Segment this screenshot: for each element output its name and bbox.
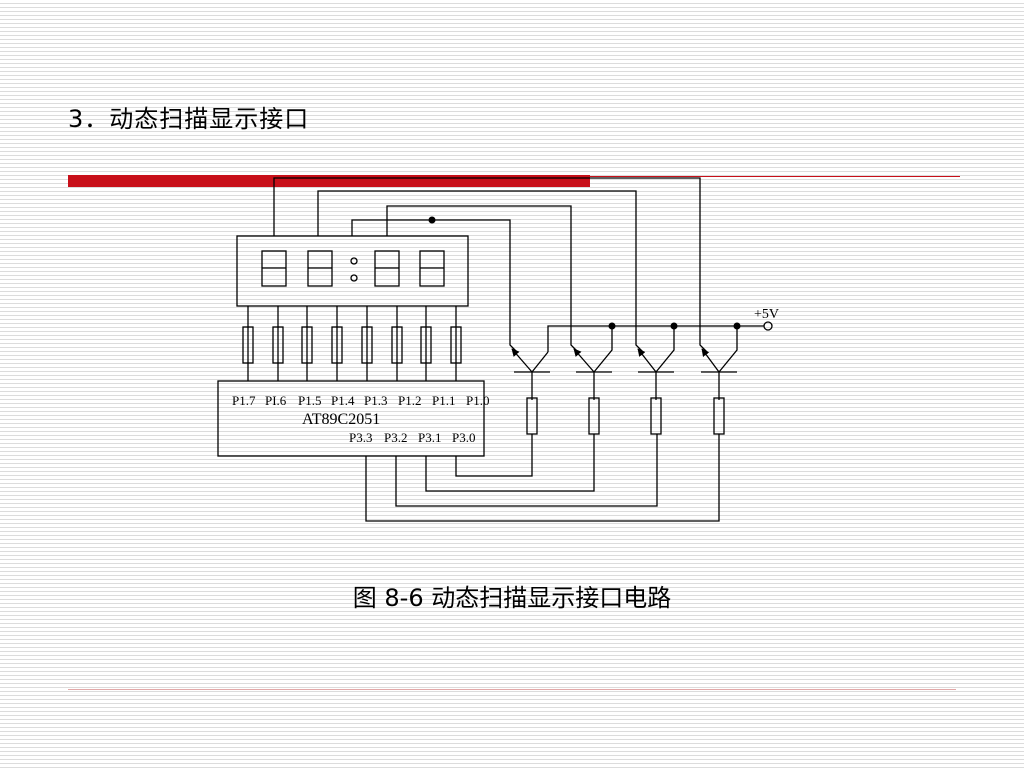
- colon-dot-bottom: [350, 274, 358, 282]
- title-accent-line: [590, 176, 960, 177]
- segment-resistors: [242, 306, 462, 381]
- transistor-q3: [637, 326, 675, 400]
- digit-4: [419, 250, 445, 287]
- slide-heading: 3．动态扫描显示接口: [68, 105, 310, 133]
- pin-label: P3.2: [384, 430, 407, 445]
- pin-label: P3.1: [418, 430, 441, 445]
- transistor-q2: [573, 326, 613, 400]
- colon-dot-top: [350, 257, 358, 265]
- figure-caption: 图 8-6 动态扫描显示接口电路: [352, 584, 672, 612]
- digit-2: [307, 250, 333, 287]
- chip-label: AT89C2051: [302, 411, 380, 428]
- supply-rail: [547, 321, 773, 352]
- pin-label: P3.3: [349, 430, 372, 445]
- pin-label: P1.3: [364, 393, 387, 408]
- pin-label: P1.2: [398, 393, 421, 408]
- transistor-q4: [701, 326, 738, 400]
- pin-label: P1.4: [331, 393, 355, 408]
- pin-label: P1.0: [466, 393, 489, 408]
- digit-3: [374, 250, 400, 287]
- digit-enable-wires: [273, 177, 708, 353]
- p3-drive-wires: [365, 434, 720, 522]
- pin-label: P1.7: [232, 393, 256, 408]
- pin-label: PI.6: [265, 393, 287, 408]
- junction-dots: [428, 216, 741, 330]
- base-resistors: [526, 397, 725, 435]
- transistor-q1: [511, 348, 550, 400]
- pin-label: P1.1: [432, 393, 455, 408]
- p3-pin-labels: P3.3 P3.2 P3.1 P3.0: [349, 430, 475, 445]
- pin-label: P1.5: [298, 393, 321, 408]
- seven-segment-display: [236, 235, 469, 307]
- microcontroller-chip: [217, 380, 485, 457]
- p1-pin-labels: P1.7 PI.6 P1.5 P1.4 P1.3 P1.2 P1.1 P1.0: [232, 393, 489, 408]
- digit-1: [261, 250, 287, 287]
- footer-divider: [68, 689, 956, 690]
- supply-label: +5V: [754, 307, 779, 322]
- pin-label: P3.0: [452, 430, 475, 445]
